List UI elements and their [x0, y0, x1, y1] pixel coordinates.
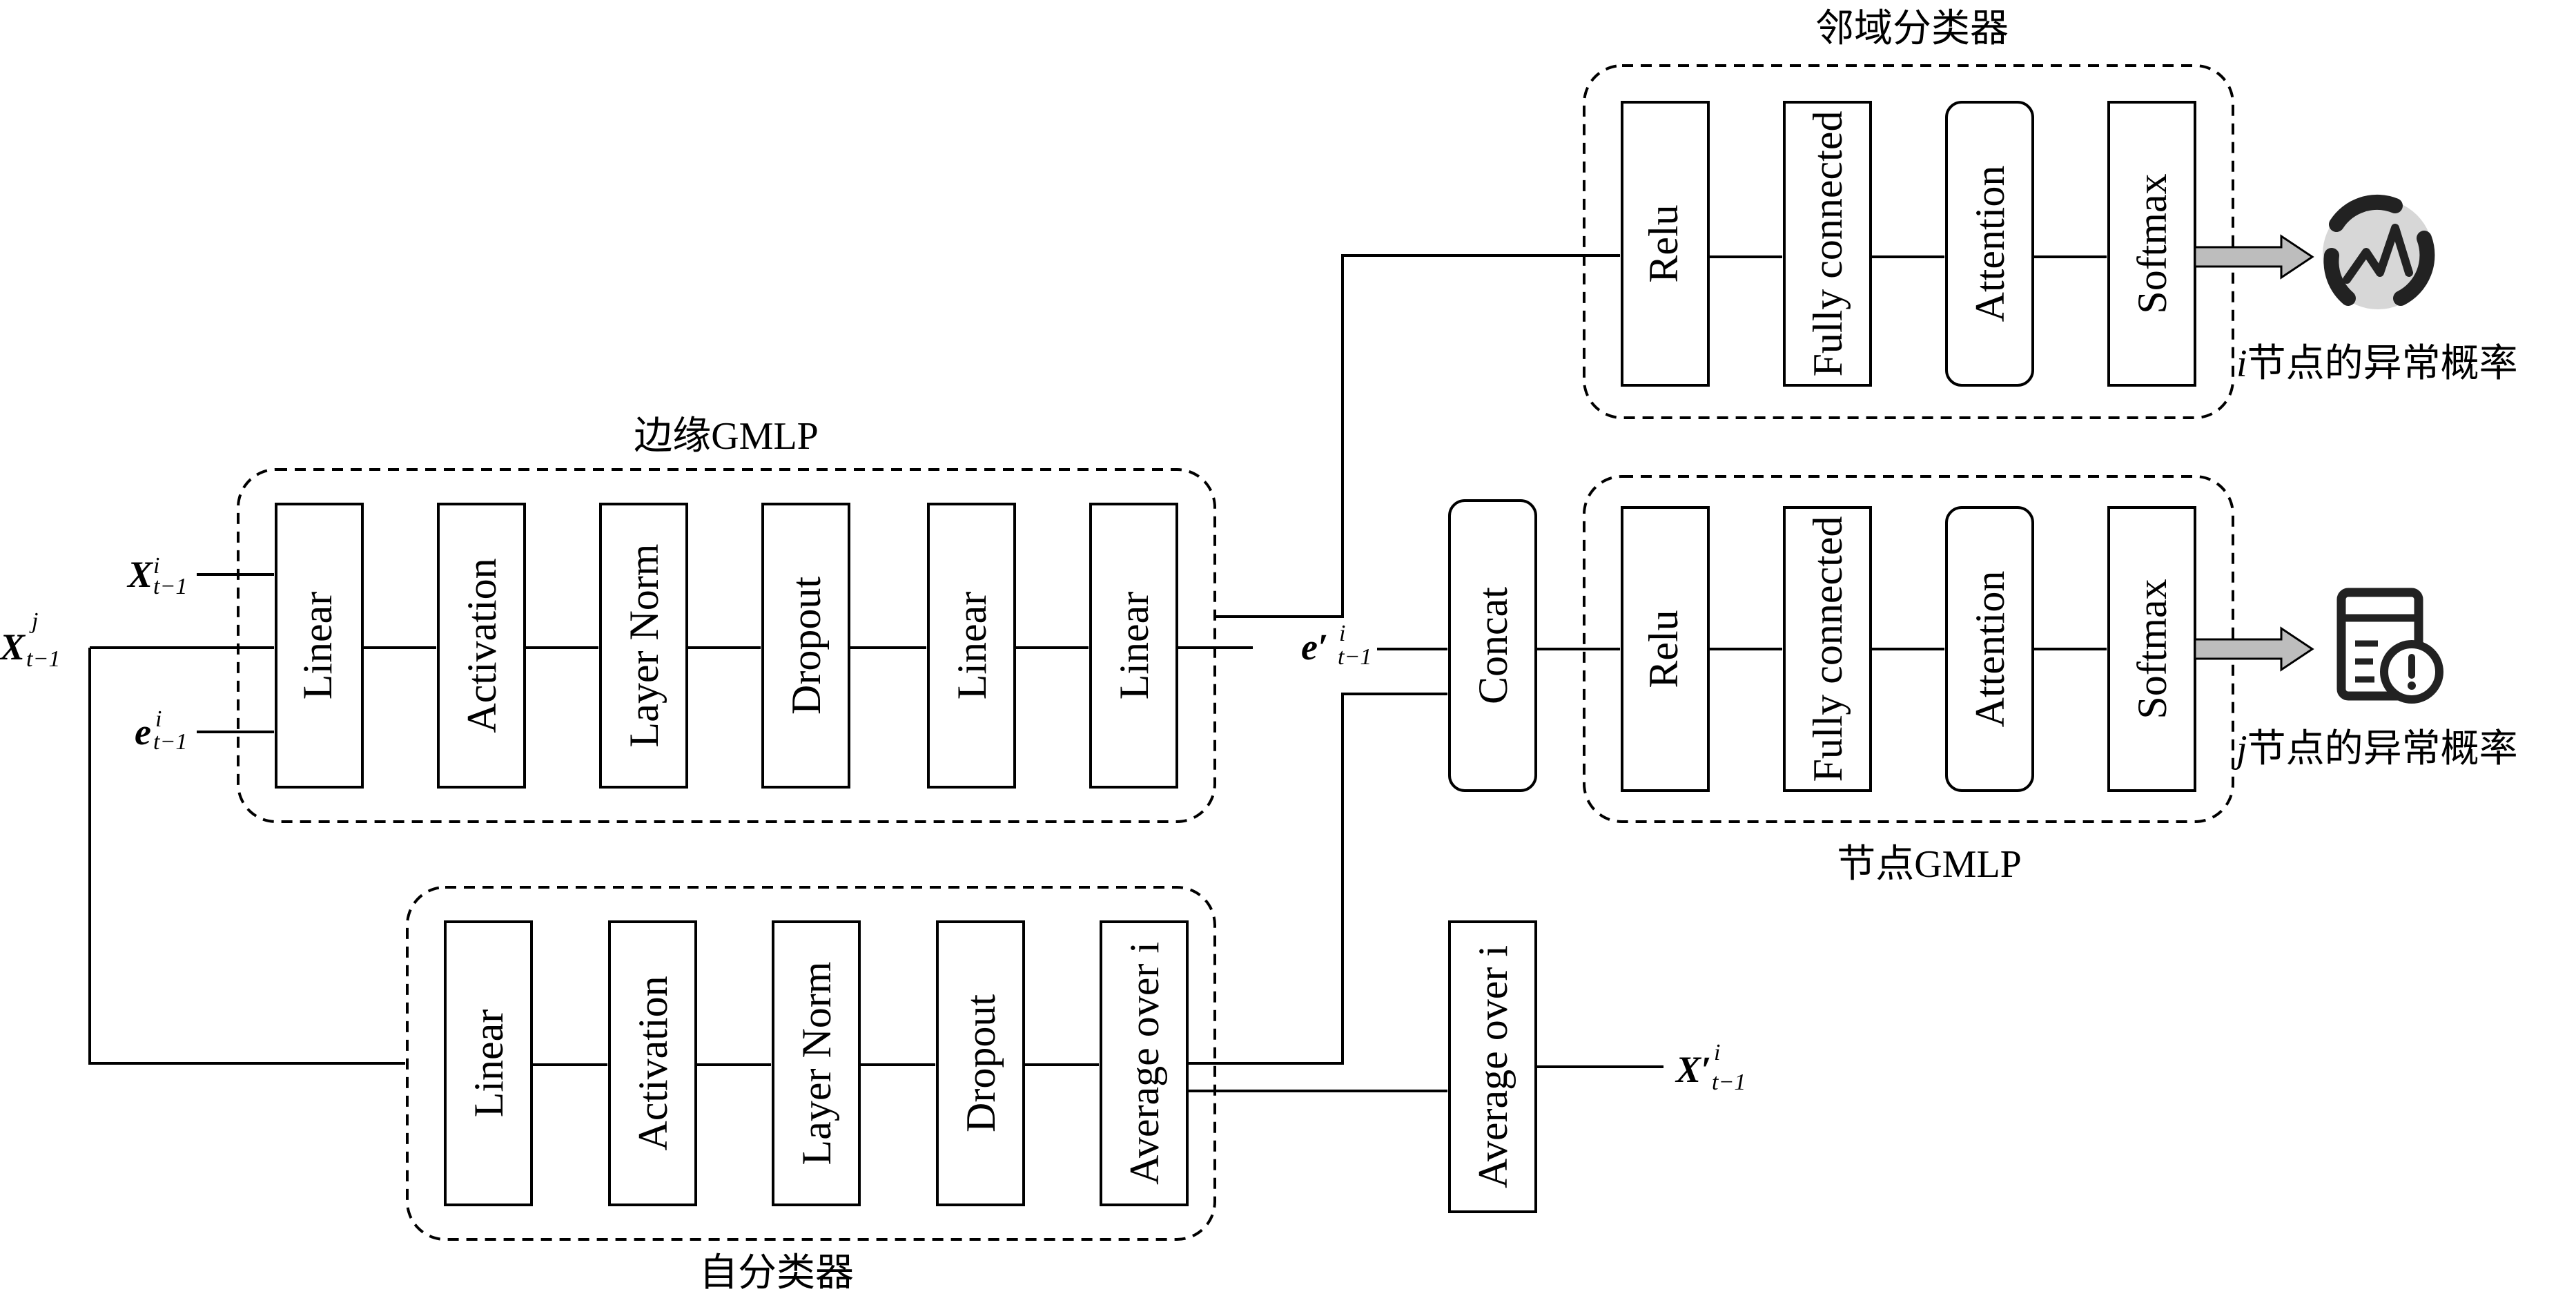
- neighbor-block-softmax: Softmax: [2107, 101, 2196, 387]
- edge-block-linear-2: Linear: [927, 503, 1016, 789]
- neighbor-block-attention: Attention: [1945, 101, 2034, 387]
- input-e-i-label: e i t−1: [135, 706, 187, 755]
- svg-text:t−1: t−1: [153, 574, 187, 599]
- svg-text:t−1: t−1: [1712, 1070, 1746, 1095]
- svg-text:Concat: Concat: [1470, 587, 1516, 704]
- e-prime-i-label: e′ i t−1: [1301, 621, 1372, 670]
- svg-text:i: i: [153, 553, 159, 579]
- node-block-softmax: Softmax: [2107, 506, 2196, 792]
- svg-text:Dropout: Dropout: [783, 577, 829, 715]
- neighbor-block-fully-connected: Fully connected: [1783, 101, 1872, 387]
- svg-text:Activation: Activation: [459, 558, 505, 733]
- neighbor-classifier-frame: [1583, 64, 2234, 419]
- node-block-fully-connected: Fully connected: [1783, 506, 1872, 792]
- self-classifier-title: 自分类器: [699, 1252, 854, 1295]
- node-gmlp-title: 节点GMLP: [1837, 843, 2022, 886]
- node-output-arrow: [2194, 626, 2314, 672]
- anomaly-chart-icon: [2323, 194, 2435, 309]
- svg-text:Linear: Linear: [295, 592, 340, 700]
- svg-text:Relu: Relu: [1641, 610, 1686, 688]
- svg-text:Dropout: Dropout: [958, 994, 1004, 1132]
- svg-text:Fully connected: Fully connected: [1805, 516, 1851, 782]
- node-block-relu: Relu: [1621, 506, 1710, 792]
- svg-text:t−1: t−1: [1338, 644, 1372, 670]
- neighbor-output-arrow: [2194, 234, 2314, 280]
- self-to-concat-arrow: [1187, 692, 1448, 1065]
- node-block-attention: Attention: [1945, 506, 2034, 792]
- svg-text:Fully connected: Fully connected: [1805, 111, 1851, 377]
- svg-text:Average over i: Average over i: [1122, 942, 1167, 1185]
- svg-text:t−1: t−1: [153, 729, 187, 755]
- edge-to-neighbor-arrow: [1215, 253, 1621, 618]
- svg-text:Softmax: Softmax: [2129, 579, 2175, 719]
- self-block-layer-norm: Layer Norm: [772, 920, 861, 1206]
- edge-block-dropout: Dropout: [761, 503, 850, 789]
- x-prime-i-label: X′ i t−1: [1675, 1040, 1746, 1095]
- neighbor-classifier-title: 邻域分类器: [1815, 8, 2009, 50]
- self-block-linear: Linear: [444, 920, 533, 1206]
- svg-text:Attention: Attention: [1967, 571, 2013, 728]
- edge-gmlp-title: 边缘GMLP: [634, 415, 819, 458]
- edge-block-layer-norm: Layer Norm: [599, 503, 688, 789]
- svg-text:i: i: [155, 706, 162, 732]
- svg-text:Linear: Linear: [466, 1009, 511, 1118]
- svg-text:X′: X′: [1675, 1049, 1711, 1090]
- svg-text:Layer Norm: Layer Norm: [794, 962, 839, 1166]
- svg-text:X: X: [0, 626, 26, 668]
- svg-text:Softmax: Softmax: [2129, 173, 2175, 313]
- svg-text:e′: e′: [1301, 626, 1328, 668]
- input-x-i-label: X i t−1: [126, 553, 187, 599]
- self-classifier-frame: [406, 886, 1216, 1241]
- svg-text:X: X: [126, 554, 154, 595]
- self-block-dropout: Dropout: [936, 920, 1025, 1206]
- svg-text:Linear: Linear: [949, 592, 995, 700]
- svg-text:j节点的异常概率: j节点的异常概率: [2232, 728, 2518, 771]
- self-block-average-over-i: Average over i: [1100, 920, 1189, 1206]
- edge-block-linear-3: Linear: [1089, 503, 1178, 789]
- i-node-anomaly-probability-label: i节点的异常概率: [2236, 342, 2518, 385]
- svg-text:Attention: Attention: [1967, 166, 2013, 322]
- concat-block: Concat: [1448, 499, 1537, 792]
- edge-gmlp-frame: [237, 468, 1216, 823]
- svg-text:i节点的异常概率: i节点的异常概率: [2236, 342, 2518, 385]
- svg-text:i: i: [1714, 1040, 1720, 1065]
- svg-text:t−1: t−1: [26, 646, 60, 672]
- average-over-i-block: Average over i: [1448, 920, 1537, 1213]
- svg-text:Relu: Relu: [1641, 204, 1686, 282]
- svg-text:Layer Norm: Layer Norm: [621, 544, 667, 748]
- svg-text:Activation: Activation: [630, 976, 676, 1150]
- j-node-anomaly-probability-label: j节点的异常概率: [2232, 728, 2518, 771]
- svg-text:j: j: [29, 608, 38, 634]
- input-x-j-label: X j t−1: [0, 608, 60, 672]
- edge-block-linear-1: Linear: [275, 503, 364, 789]
- alert-document-icon: [2336, 588, 2443, 704]
- x-j-to-self-classifier-arrow: [88, 648, 406, 1065]
- svg-text:Average over i: Average over i: [1470, 945, 1516, 1188]
- svg-text:Linear: Linear: [1111, 592, 1157, 700]
- neighbor-block-relu: Relu: [1621, 101, 1710, 387]
- self-block-activation: Activation: [608, 920, 697, 1206]
- svg-text:e: e: [135, 711, 151, 753]
- edge-block-activation: Activation: [437, 503, 526, 789]
- svg-text:i: i: [1339, 621, 1345, 646]
